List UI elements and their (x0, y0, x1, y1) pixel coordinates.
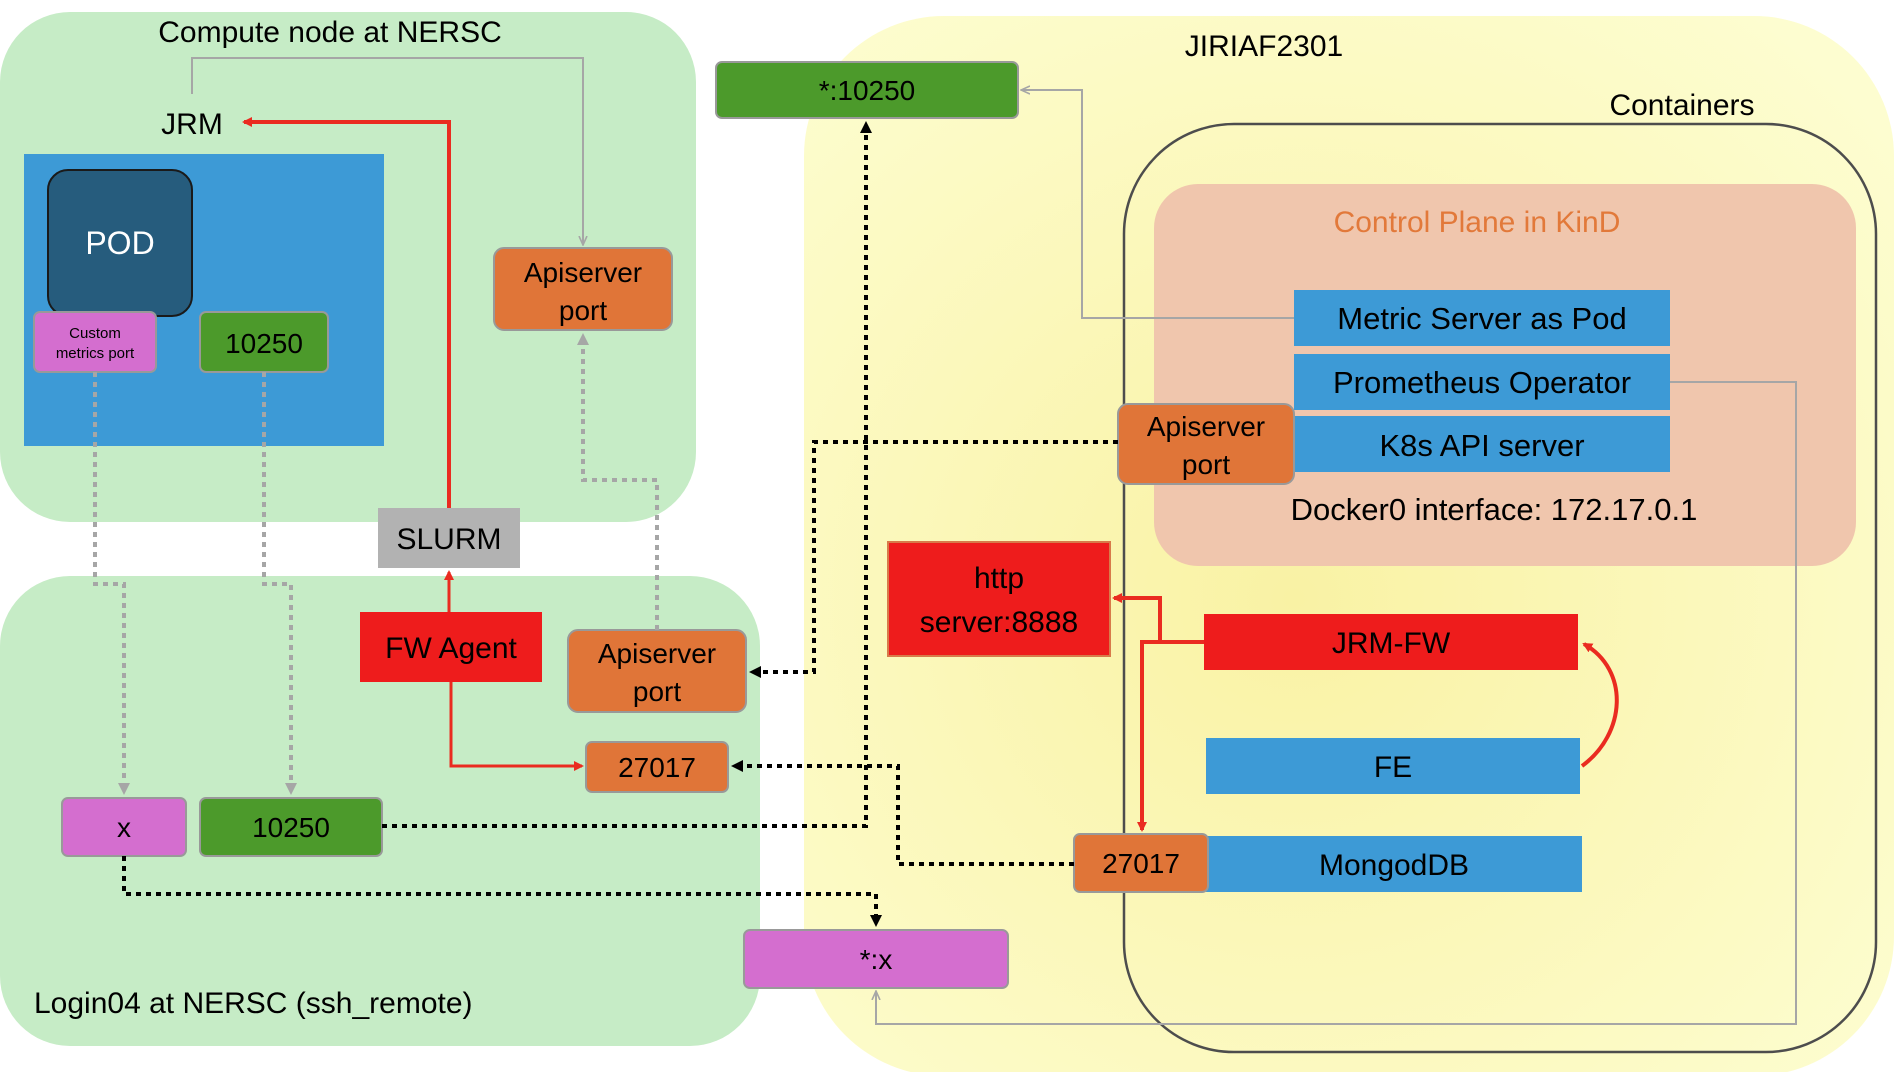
containers-region (1122, 122, 1878, 1054)
jrm-label[interactable]: JRM (161, 108, 223, 141)
compute-10250-label: 10250 (225, 328, 303, 359)
star-x-port[interactable]: *:x (743, 929, 1009, 989)
fwagent-to-27017-arrow (449, 682, 584, 771)
docker-interface-label: Docker0 interface: 172.17.0.1 (1291, 492, 1698, 527)
slurm-box[interactable]: SLURM (378, 508, 520, 568)
kind-apiserver-to-login-apiserver-dotted (749, 440, 1118, 678)
compute-apiserver-port[interactable]: Apiserver port (493, 247, 673, 331)
fw-agent-label: FW Agent (385, 632, 517, 665)
metric-server-box[interactable]: Metric Server as Pod (1294, 290, 1670, 346)
mongo-27017-label: 27017 (1102, 848, 1180, 879)
login-node-title: Login04 at NERSC (ssh_remote) (34, 987, 473, 1020)
control-plane-title: Control Plane in KinD (1334, 206, 1621, 239)
http-server-label-1: http (974, 562, 1024, 595)
star-10250-label: *:10250 (819, 75, 916, 106)
k8s-api-server-box[interactable]: K8s API server (1294, 416, 1670, 472)
login-27017-port[interactable]: 27017 (585, 741, 729, 793)
fe-to-jrmfw-arrow (1580, 642, 1619, 768)
login-x-port[interactable]: x (61, 797, 187, 857)
fe-label: FE (1374, 751, 1412, 784)
compute-10250-port[interactable]: 10250 (199, 311, 329, 373)
fe-box[interactable]: FE (1206, 738, 1580, 794)
login10250-to-star10250-dotted (382, 121, 872, 828)
custom-metrics-label-2: metrics port (56, 345, 135, 362)
custom-metrics-port[interactable]: Custom metrics port (33, 311, 157, 373)
containers-title: Containers (1609, 89, 1754, 122)
login-10250-label: 10250 (252, 812, 330, 843)
metric-server-to-star10250-line (1022, 90, 1294, 319)
slurm-to-jrm-arrow (242, 117, 451, 508)
host-title: JIRIAF2301 (1185, 30, 1343, 63)
jrm-fw-box[interactable]: JRM-FW (1204, 614, 1578, 670)
fw-agent-box[interactable]: FW Agent (360, 612, 542, 682)
k8s-api-server-label: K8s API server (1379, 428, 1584, 463)
mongo-to-login27017-dotted (731, 760, 1074, 866)
http-server-box[interactable]: http server:8888 (887, 541, 1111, 657)
login-27017-label: 27017 (618, 752, 696, 783)
jrm-to-compute-apiserver-line (191, 57, 583, 244)
star-10250-port[interactable]: *:10250 (715, 61, 1019, 119)
custom-metrics-label-1: Custom (69, 325, 121, 342)
jrm-fw-label: JRM-FW (1332, 627, 1451, 660)
pod-box[interactable]: POD (47, 169, 193, 317)
kind-apiserver-label-1: Apiserver (1147, 411, 1265, 442)
login-apiserver-label-1: Apiserver (598, 638, 716, 669)
kind-apiserver-label-2: port (1182, 449, 1230, 480)
compute-apiserver-label-2: port (559, 295, 607, 326)
compute-node-title: Compute node at NERSC (158, 16, 502, 49)
prometheus-operator-box[interactable]: Prometheus Operator (1294, 354, 1670, 410)
pod-label: POD (85, 225, 154, 261)
prometheus-operator-label: Prometheus Operator (1333, 365, 1631, 400)
login-apiserver-to-compute-apiserver-dotted (577, 333, 659, 630)
login-apiserver-label-2: port (633, 676, 681, 707)
mongodb-box[interactable]: MongodDB (1206, 836, 1582, 892)
slurm-label: SLURM (396, 523, 501, 556)
http-server-label-2: server:8888 (920, 606, 1078, 639)
jrmfw-to-mongo-arrow (1137, 640, 1204, 832)
metric-server-label: Metric Server as Pod (1337, 301, 1626, 336)
custom-metrics-to-x-dotted (93, 372, 130, 795)
compute-apiserver-label-1: Apiserver (524, 257, 642, 288)
mongodb-label: MongodDB (1319, 849, 1469, 882)
login-10250-port[interactable]: 10250 (199, 797, 383, 857)
compute10250-to-login10250-dotted (262, 372, 297, 795)
mongo-27017-port[interactable]: 27017 (1073, 833, 1209, 893)
loginx-to-starx-dotted (122, 856, 882, 927)
star-x-label: *:x (860, 944, 893, 975)
login-x-label: x (117, 812, 131, 843)
prometheus-to-starx-line (876, 381, 1797, 1025)
login-apiserver-port[interactable]: Apiserver port (567, 629, 747, 713)
kind-apiserver-port[interactable]: Apiserver port (1117, 403, 1295, 485)
